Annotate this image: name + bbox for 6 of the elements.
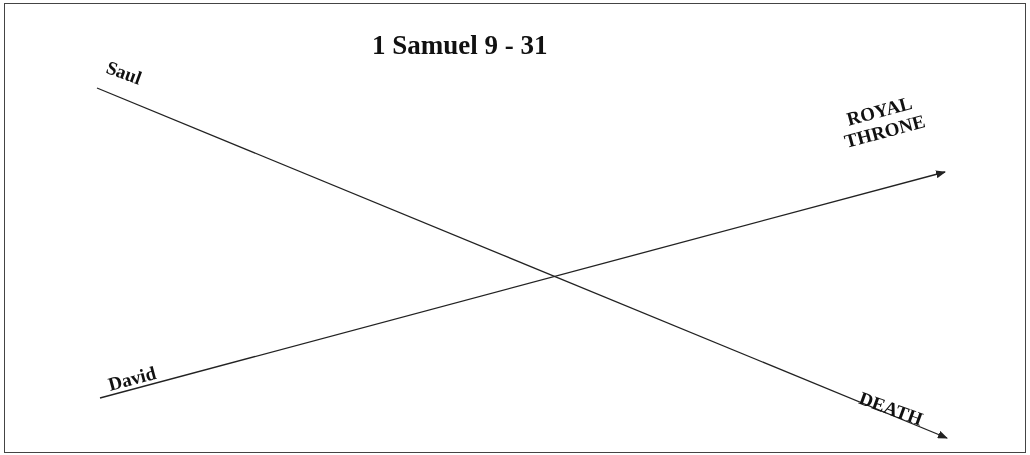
title: 1 Samuel 9 - 31	[372, 30, 548, 61]
line-end-label: ROYAL THRONE	[808, 82, 956, 160]
arrow	[99, 170, 946, 399]
line-end-label: David	[94, 359, 170, 398]
arrow	[96, 87, 948, 439]
line-end-label: Saul	[90, 51, 158, 94]
